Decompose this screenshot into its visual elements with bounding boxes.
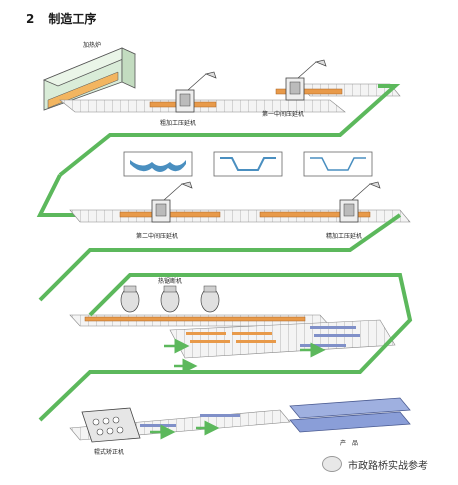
- wechat-icon: [322, 456, 342, 472]
- hot-saw-label: 热锯断机: [158, 277, 182, 285]
- hot-saw: [200, 285, 220, 313]
- row-4-hot-saw-and-cooling: 热锯断机: [38, 273, 413, 422]
- row-1-rolling-line: 加热炉 粗加工压延机 第一中间压延机: [42, 41, 401, 177]
- hot-bar: [259, 211, 371, 218]
- hot-bar: [84, 316, 306, 322]
- second-intermediate-mill: [151, 181, 193, 223]
- finishing-mill: [339, 181, 381, 223]
- roller-straightener: [81, 407, 141, 443]
- hot-saw: [160, 285, 180, 313]
- finishing-mill-label: 精加工压延机: [326, 232, 362, 240]
- straightened-bar: [140, 424, 176, 427]
- cooled-bar: [310, 326, 356, 329]
- flow-arrow-path: [58, 84, 401, 177]
- first-intermediate-mill-label: 第一中间压延机: [262, 110, 304, 118]
- cooling-bar: [232, 332, 272, 335]
- straightener-label: 辊式矫正机: [94, 448, 124, 456]
- profile-box-1: [123, 151, 193, 177]
- cooling-bar: [190, 340, 230, 343]
- hot-bar: [275, 88, 343, 95]
- hot-saw: [120, 285, 140, 313]
- section-heading: 2 制造工序: [26, 10, 96, 27]
- profile-box-2: [213, 151, 283, 177]
- furnace-label: 加热炉: [83, 41, 101, 49]
- watermark: 市政路桥实战参考: [322, 456, 428, 472]
- product-sheet-piles: [289, 397, 411, 433]
- cooled-bar: [300, 344, 346, 347]
- row-5-straightening-and-product: 辊式矫正机 产 品: [69, 397, 411, 456]
- furnace: [42, 47, 136, 111]
- cooling-bar: [236, 340, 276, 343]
- second-intermediate-mill-label: 第二中间压延机: [136, 232, 178, 240]
- first-intermediate-mill: [285, 59, 327, 101]
- rough-mill: [175, 71, 217, 113]
- rough-mill-label: 粗加工压延机: [160, 119, 196, 127]
- section-number: 2: [26, 12, 35, 26]
- cooling-bar: [186, 332, 226, 335]
- product-label: 产 品: [340, 439, 358, 447]
- watermark-text: 市政路桥实战参考: [348, 460, 428, 472]
- row-3-rolling-line: 第二中间压延机 精加工压延机: [36, 174, 411, 302]
- section-title: 制造工序: [48, 12, 97, 26]
- straightened-bar: [200, 414, 240, 417]
- profile-box-3: [303, 151, 373, 177]
- cooled-bar: [314, 334, 360, 337]
- profile-cross-sections: [123, 151, 373, 177]
